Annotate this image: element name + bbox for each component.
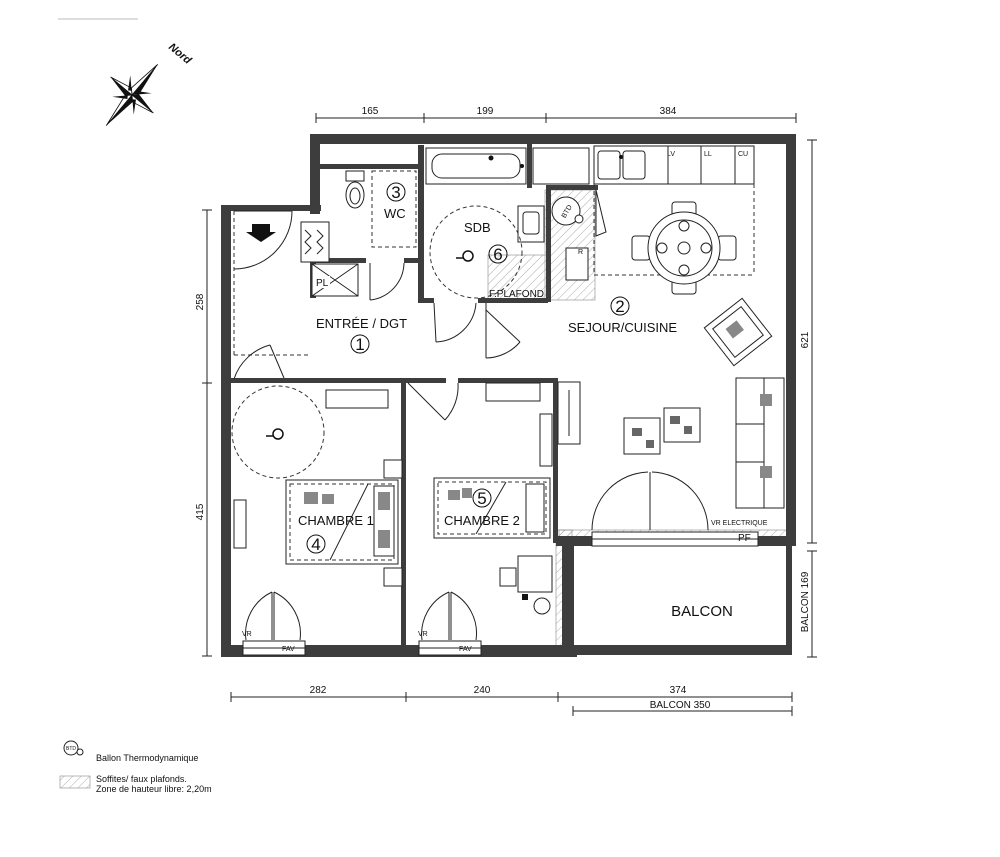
dim-bottom-balcon: BALCON 350 [650, 700, 711, 711]
compass-rose-icon [105, 64, 159, 126]
room-label-chambre1: CHAMBRE 1 [298, 513, 374, 528]
ballon-legend-icon: BTD [63, 740, 84, 756]
bottom-dimensions: 282 240 374 BALCON 350 [230, 685, 793, 716]
placard-label: PL [316, 278, 329, 289]
wheelchair-turning-icon [266, 428, 284, 440]
entree-fixtures: PL [246, 221, 359, 297]
legend: BTD Ballon Thermodynamique Soffites/ fau… [59, 740, 212, 794]
vr-electrique-label: VR ELECTRIQUE [711, 520, 768, 527]
svg-text:BTD: BTD [66, 746, 76, 752]
vr-label-1: VR [242, 631, 252, 638]
window-labels: VR FAV VR FAV [242, 631, 472, 653]
lv-label: LV [667, 151, 675, 158]
right-dimensions: 621 BALCON 169 [800, 139, 817, 658]
fav-label-2: FAV [459, 646, 472, 653]
dim-bottom-2: 240 [474, 685, 491, 696]
cu-label: CU [738, 151, 748, 158]
doors [233, 210, 709, 641]
room-number-sdb: 6 [493, 245, 502, 264]
dim-bottom-1: 282 [310, 685, 327, 696]
dim-left-1: 258 [195, 293, 206, 310]
sdb-fixtures: BTD F.PLAFOND [425, 147, 607, 300]
vr-label-2: VR [418, 631, 428, 638]
left-dimensions: 258 415 [195, 209, 212, 657]
balcony: VR ELECTRIQUE PF [711, 520, 768, 544]
soffite-legend-swatch [59, 775, 91, 789]
room-number-sejour: 2 [615, 297, 624, 316]
chambre2-furniture [433, 382, 553, 615]
room-label-entree: ENTRÉE / DGT [316, 316, 407, 331]
room-label-balcon: BALCON [671, 603, 733, 620]
north-compass: Nord [105, 41, 194, 126]
dining-table [631, 201, 737, 295]
room-label-chambre2: CHAMBRE 2 [444, 513, 520, 528]
ll-label: LL [704, 151, 712, 158]
pf-label: PF [738, 533, 751, 544]
living-furniture [557, 297, 785, 509]
wc-fixtures [345, 170, 417, 248]
room-label-sdb: SDB [464, 220, 491, 235]
dim-left-2: 415 [195, 503, 206, 520]
top-dimensions: 165 199 384 [315, 106, 797, 123]
dim-top-2: 199 [477, 106, 494, 117]
dim-bottom-3: 374 [670, 685, 687, 696]
compass-label: Nord [166, 41, 194, 67]
room-label-sejour: SEJOUR/CUISINE [568, 320, 677, 335]
legend-soffites-1: Soffites/ faux plafonds. [96, 774, 187, 784]
kitchen: LV LL CU R [565, 145, 755, 281]
entrance-arrow-icon [246, 224, 276, 242]
dim-right-balcon: BALCON 169 [800, 571, 811, 632]
room-number-wc: 3 [391, 183, 400, 202]
room-labels: ENTRÉE / DGT 1 SEJOUR/CUISINE 2 WC 3 SDB… [266, 182, 733, 620]
chambre1-furniture [231, 385, 403, 587]
room-number-chambre2: 5 [477, 489, 486, 508]
dim-top-1: 165 [362, 106, 379, 117]
refrigerator-label: R [578, 249, 583, 256]
room-number-entree: 1 [355, 335, 364, 354]
legend-soffites-2: Zone de hauteur libre: 2,20m [96, 784, 212, 794]
legend-ballon: Ballon Thermodynamique [96, 753, 198, 763]
wheelchair-turning-icon [456, 250, 474, 262]
dim-right-main: 621 [800, 331, 811, 348]
dim-top-3: 384 [660, 106, 677, 117]
windows [242, 531, 759, 656]
room-label-wc: WC [384, 206, 406, 221]
room-number-chambre1: 4 [311, 535, 320, 554]
walls [221, 134, 796, 657]
faux-plafond-label: F.PLAFOND [489, 289, 544, 300]
fav-label-1: FAV [282, 646, 295, 653]
